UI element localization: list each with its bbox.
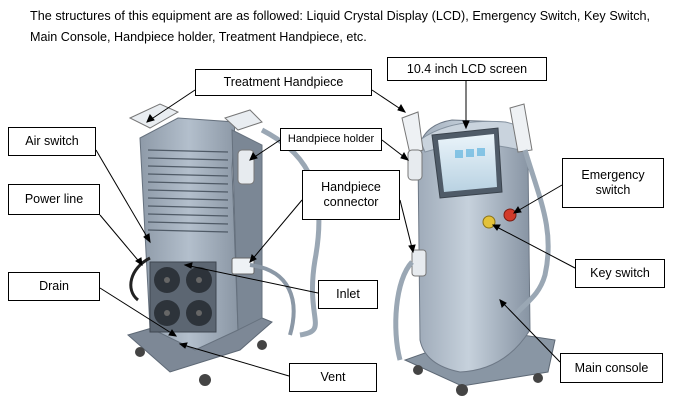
label-key-switch: Key switch <box>575 259 665 288</box>
rear-fan-panel <box>149 261 217 333</box>
label-vent: Vent <box>289 363 377 392</box>
label-air-switch: Air switch <box>8 127 96 156</box>
front-machine <box>393 103 556 396</box>
rear-vent-grille <box>147 149 229 233</box>
leader-lines <box>95 78 576 377</box>
label-handpiece-connector: Handpiece connector <box>302 170 400 220</box>
rear-machine <box>126 103 322 386</box>
label-drain: Drain <box>8 272 100 301</box>
label-lcd-screen: 10.4 inch LCD screen <box>387 57 547 81</box>
label-main-console: Main console <box>560 353 663 383</box>
intro-paragraph: The structures of this equipment are as … <box>30 9 650 44</box>
label-power-line: Power line <box>8 184 100 215</box>
label-treatment-handpiece: Treatment Handpiece <box>195 69 372 96</box>
label-handpiece-holder: Handpiece holder <box>280 128 382 151</box>
label-emergency-switch: Emergency switch <box>562 158 664 208</box>
label-inlet: Inlet <box>318 280 378 309</box>
